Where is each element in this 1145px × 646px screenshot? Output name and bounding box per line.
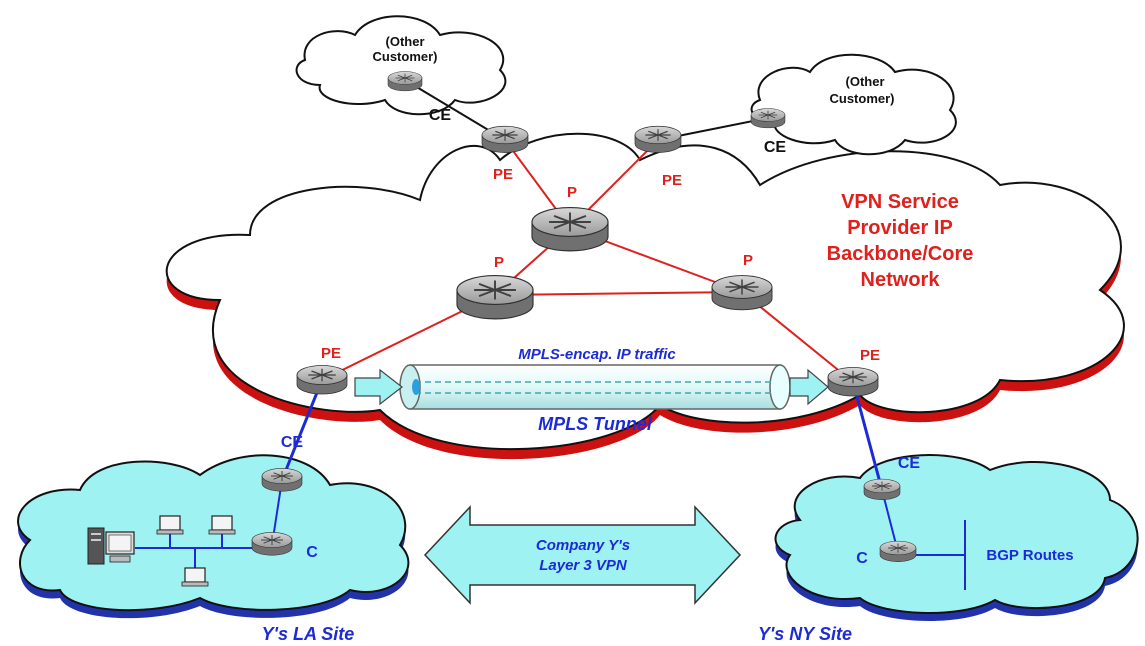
pe-right-label: PE xyxy=(860,347,880,364)
other-customer-2-line2: Customer) xyxy=(829,91,894,106)
ce-right-label: CE xyxy=(898,455,921,472)
core-label-line3: Backbone/Core xyxy=(827,243,974,265)
router-pe-top-right xyxy=(634,125,682,154)
router-ce-top-left xyxy=(387,71,423,92)
router-c-right xyxy=(879,540,917,563)
router-pe-left xyxy=(296,364,348,395)
ny-site-cloud xyxy=(774,454,1139,621)
c-left-label: C xyxy=(306,544,318,561)
link-pe-ce-left xyxy=(280,379,324,481)
pe-top-left-label: PE xyxy=(493,166,513,183)
bgp-routes-label: BGP Routes xyxy=(986,547,1073,564)
tunnel-traffic-label: MPLS-encap. IP traffic xyxy=(518,346,676,363)
router-pe-top-left xyxy=(481,125,529,154)
workstation-icon xyxy=(156,515,184,535)
vpn-double-arrow xyxy=(423,505,742,605)
pe-left-label: PE xyxy=(321,345,341,362)
mpls-tunnel xyxy=(354,364,829,410)
router-ce-top-right xyxy=(750,108,786,129)
ny-site-label: Y's NY Site xyxy=(758,624,852,644)
la-site-cloud xyxy=(17,454,410,619)
p-right-label: P xyxy=(743,252,753,269)
p-top-label: P xyxy=(567,184,577,201)
router-p-left xyxy=(456,274,534,320)
other-customer-cloud-1 xyxy=(295,15,507,116)
server-computer-icon xyxy=(87,527,135,565)
router-c-left xyxy=(251,531,293,556)
other-customer-1-line2: Customer) xyxy=(372,49,437,64)
router-ce-left xyxy=(261,467,303,492)
workstation-icon xyxy=(208,515,236,535)
router-pe-right xyxy=(827,366,879,397)
link-p-left-p-right xyxy=(494,291,743,296)
c-right-label: C xyxy=(856,550,868,567)
vpn-label-line2: Layer 3 VPN xyxy=(539,557,628,574)
p-left-label: P xyxy=(494,254,504,271)
core-label-line4: Network xyxy=(861,269,941,291)
router-ce-right xyxy=(863,478,901,501)
link-pe-ce-right xyxy=(851,381,884,491)
tunnel-name-label: MPLS Tunnel xyxy=(538,414,653,434)
la-lan xyxy=(135,532,258,568)
router-p-top xyxy=(531,206,609,252)
core-label-line2: Provider IP xyxy=(847,217,953,239)
bgp-lines xyxy=(915,520,966,590)
vpn-label-line1: Company Y's xyxy=(536,537,630,554)
other-customer-2-line1: (Other xyxy=(846,74,885,89)
workstation-icon xyxy=(181,567,209,587)
ce-top-left-label: CE xyxy=(429,107,452,124)
ce-left-label: CE xyxy=(281,434,304,451)
pe-top-right-label: PE xyxy=(662,172,682,189)
other-customer-1-line1: (Other xyxy=(386,34,425,49)
router-p-right xyxy=(711,274,773,311)
ce-top-right-label: CE xyxy=(764,139,787,156)
other-customer-cloud-2 xyxy=(750,53,957,156)
la-site-label: Y's LA Site xyxy=(262,624,355,644)
core-label-line1: VPN Service xyxy=(841,191,959,213)
